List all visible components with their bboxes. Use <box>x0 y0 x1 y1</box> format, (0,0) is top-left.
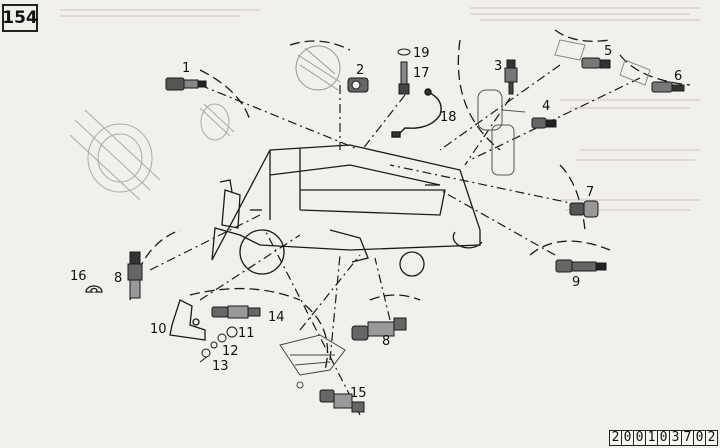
sensor-18-wire <box>391 88 442 138</box>
sensor-9 <box>555 259 607 273</box>
callout-15: 15 <box>350 386 367 401</box>
callout-17: 17 <box>413 66 430 81</box>
callout-13: 13 <box>212 359 229 374</box>
bracket-10 <box>169 299 206 341</box>
rotor-ghost-drawing <box>69 103 235 201</box>
combine-harvester-outline <box>211 144 483 277</box>
leader-lines <box>149 64 641 416</box>
seals-11-12-13 <box>201 326 238 358</box>
sensor-7 <box>569 200 599 218</box>
sensor-4 <box>531 117 557 129</box>
sensor-6 <box>619 59 685 93</box>
sensor-8-horizontal <box>351 317 407 341</box>
callout-1: 1 <box>182 61 190 76</box>
callout-9: 9 <box>572 275 580 290</box>
callout-8-right: 8 <box>382 334 390 349</box>
callout-8-left: 8 <box>114 271 122 286</box>
sensor-15 <box>319 389 365 413</box>
lower-assembly-ghost <box>279 334 346 389</box>
sensor-2 <box>347 77 369 93</box>
background-print-through <box>60 7 700 211</box>
filter-housing <box>477 89 526 176</box>
callout-19: 19 <box>413 46 430 61</box>
callout-6: 6 <box>674 69 682 84</box>
callout-5: 5 <box>604 44 612 59</box>
sensor-3 <box>504 59 518 95</box>
grouping-arcs <box>129 29 691 371</box>
callout-3: 3 <box>494 59 502 74</box>
reference-code: 2 0 0 1 0 3 7 0 2 <box>609 430 718 446</box>
callout-18: 18 <box>440 110 457 125</box>
callout-16: 16 <box>70 269 87 284</box>
alternator-ghost <box>295 45 341 91</box>
clip-16 <box>85 285 103 293</box>
sensor-17 <box>397 48 411 95</box>
callout-7: 7 <box>586 185 594 200</box>
sensor-5 <box>554 39 611 69</box>
sensor-1 <box>165 77 207 91</box>
reference-code-digit: 2 <box>705 430 718 446</box>
callout-4: 4 <box>542 99 550 114</box>
callout-2: 2 <box>356 63 364 78</box>
callout-10: 10 <box>150 322 167 337</box>
sensor-8-vertical <box>127 251 143 299</box>
reference-code-digit: 3 <box>669 430 682 446</box>
callout-13-tick <box>199 355 209 363</box>
page-number-badge: 154 <box>2 4 38 32</box>
callout-11: 11 <box>238 326 255 341</box>
callout-12: 12 <box>222 344 239 359</box>
callout-14: 14 <box>268 310 285 325</box>
sensor-14 <box>211 305 261 319</box>
